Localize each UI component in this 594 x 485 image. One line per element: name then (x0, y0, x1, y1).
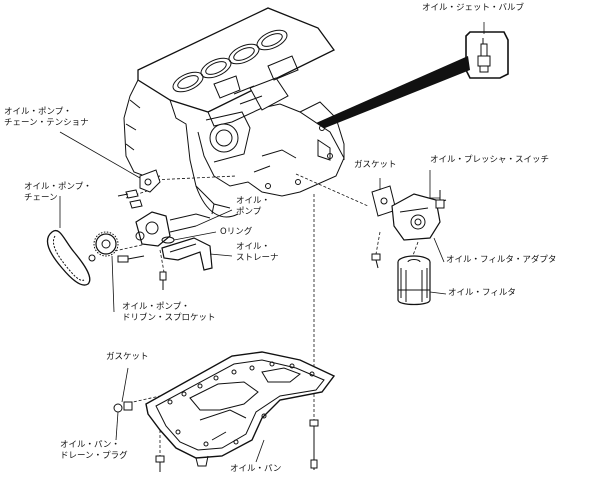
label-line: オイル・ジェット・バルブ (422, 3, 525, 13)
leader-lines (59, 22, 485, 463)
label-line: オイル・ポンプ・ (122, 302, 190, 312)
label-gasket-upper: ガスケット (354, 160, 397, 171)
label-line: オイル・ (236, 242, 271, 252)
label-line: Oリング (220, 227, 253, 237)
label-line: オイル・パン・ (60, 440, 120, 450)
oil-jet-valve-inset (465, 31, 509, 79)
inset-leader-wedge (282, 56, 470, 142)
label-line: オイル・ (236, 196, 271, 206)
engine-block (123, 7, 345, 218)
label-oil-strainer: オイル・ ストレーナ (236, 242, 279, 264)
label-gasket-lower: ガスケット (106, 352, 149, 363)
label-line: チェーン・テンショナ (4, 118, 89, 128)
label-drain-plug: オイル・パン・ ドレーン・プラグ (60, 440, 128, 462)
strainer-bolt (159, 271, 167, 290)
label-line: ストレーナ (236, 253, 279, 263)
label-pressure-switch: オイル・プレッシャ・スイッチ (430, 155, 549, 166)
oil-filter-adapter (391, 193, 447, 241)
oil-pressure-switch (435, 190, 445, 209)
pump-chain-tensioner (117, 169, 161, 209)
label-o-ring: Oリング (220, 227, 252, 238)
pan-bolt-right (309, 419, 319, 470)
pump-chain (46, 229, 91, 286)
label-line: オイル・フィルタ (448, 288, 516, 298)
driven-sprocket (93, 231, 119, 257)
label-pump-chain-tensioner: オイル・ポンプ・ チェーン・テンショナ (4, 107, 89, 129)
oil-strainer (161, 237, 213, 271)
oil-filter (397, 255, 431, 306)
adapter-bolt (371, 253, 381, 269)
label-oil-pump: オイル・ ポンプ (236, 196, 270, 218)
label-line: ポンプ (236, 207, 262, 217)
oil-pan (145, 351, 336, 467)
drain-plug (113, 401, 133, 413)
label-line: オイル・ポンプ・ (24, 182, 92, 192)
label-filter-adapter: オイル・フィルタ・アダプタ (446, 255, 556, 266)
oil-pump (135, 211, 211, 247)
label-line: オイル・プレッシャ・スイッチ (430, 155, 550, 165)
label-oil-filter: オイル・フィルタ (448, 288, 516, 299)
pan-bolt-left (155, 455, 165, 472)
label-line: チェーン (24, 193, 58, 203)
label-oil-pan: オイル・パン (230, 464, 281, 475)
label-line: オイル・パン (230, 464, 282, 474)
label-line: ドリブン・スプロケット (122, 313, 216, 323)
label-oil-jet-valve: オイル・ジェット・バルブ (422, 3, 524, 14)
label-pump-chain: オイル・ポンプ・ チェーン (24, 182, 92, 204)
label-pump-driven-sprocket: オイル・ポンプ・ ドリブン・スプロケット (122, 302, 216, 324)
label-line: オイル・ポンプ・ (4, 107, 72, 117)
label-line: ガスケット (354, 160, 397, 170)
sprocket-bolt (88, 254, 145, 263)
label-line: ドレーン・プラグ (60, 451, 128, 461)
label-line: ガスケット (106, 352, 149, 362)
label-line: オイル・フィルタ・アダプタ (446, 255, 557, 265)
